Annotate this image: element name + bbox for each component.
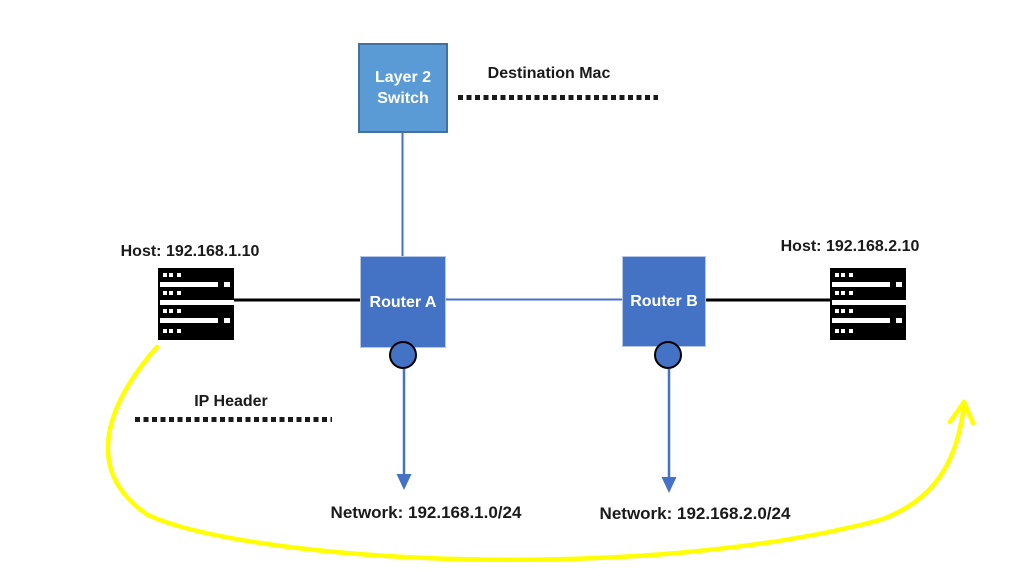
network-left-label: Network: 192.168.1.0/24 [330, 503, 522, 522]
layer2-switch-node: Layer 2 Switch [358, 43, 448, 133]
router-a-label: Router A [369, 293, 437, 311]
host-right-label: Host: 192.168.2.10 [780, 238, 920, 255]
arrow-down-icon [661, 369, 677, 493]
server-icon [158, 268, 234, 340]
server-icon [830, 268, 906, 340]
ip-header-dotted-line [135, 417, 332, 422]
layer2-switch-label: Layer 2 Switch [374, 69, 432, 107]
router-b-node: Router B [622, 256, 706, 347]
router-a-node: Router A [360, 256, 446, 348]
network-right-label: Network: 192.168.2.0/24 [599, 504, 791, 523]
curved-arrow-icon [105, 344, 976, 562]
ip-header-label: IP Header [194, 393, 268, 410]
destination-mac-dotted-line [458, 95, 658, 100]
host-left-label: Host: 192.168.1.10 [120, 243, 260, 260]
router-b-label: Router B [630, 293, 698, 310]
router-a-port-circle-icon [389, 341, 417, 369]
router-b-port-circle-icon [654, 341, 682, 369]
arrow-down-icon [396, 369, 412, 490]
destination-mac-label: Destination Mac [487, 65, 611, 82]
